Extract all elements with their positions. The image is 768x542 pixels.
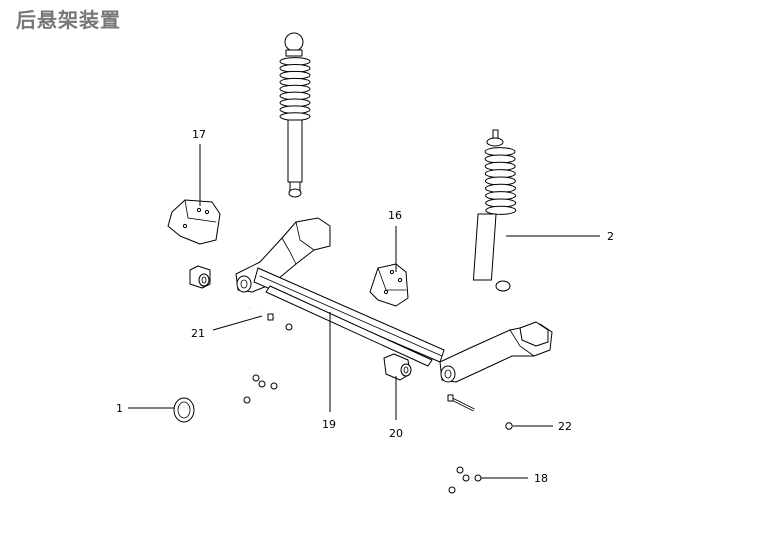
rubber-bushing-20 <box>383 353 412 381</box>
leader-21 <box>212 315 263 331</box>
nut-22 <box>505 422 513 430</box>
cap-1 <box>173 397 195 423</box>
bracket-17 <box>167 199 221 245</box>
rubber-bushing <box>189 265 211 289</box>
callout-21: 21 <box>191 327 205 340</box>
callout-20: 20 <box>389 427 403 440</box>
nut-cluster-18 <box>448 466 482 494</box>
callout-17: 17 <box>192 128 206 141</box>
right-shock-absorber <box>472 129 517 292</box>
callout-16: 16 <box>388 209 402 222</box>
callout-2: 2 <box>607 230 614 243</box>
bracket-16 <box>369 263 409 307</box>
spring-coil <box>485 205 517 215</box>
bolt-right <box>447 394 475 412</box>
diagram-title: 后悬架装置 <box>16 8 121 32</box>
callout-1: 1 <box>116 402 123 415</box>
callout-22: 22 <box>558 420 572 433</box>
left-shock-absorber <box>279 32 311 198</box>
nut-cluster-left <box>243 374 278 404</box>
callout-19: 19 <box>322 418 336 431</box>
callout-18: 18 <box>534 472 548 485</box>
spring-coil <box>279 112 311 121</box>
rear-axle-beam <box>235 217 553 383</box>
bolt-21 <box>249 307 293 331</box>
